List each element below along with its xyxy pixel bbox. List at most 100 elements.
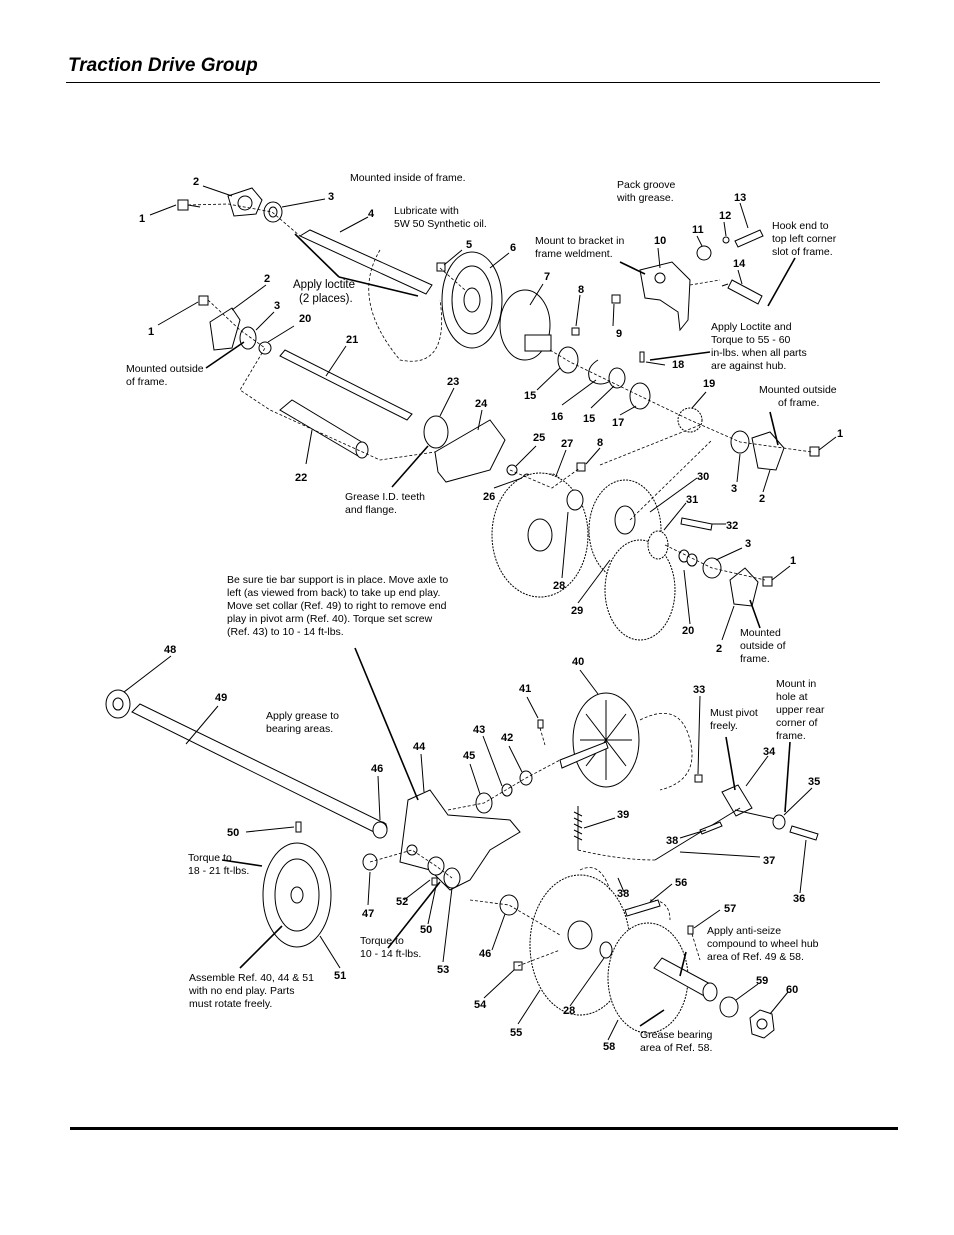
key-part — [537, 719, 544, 729]
callout-28: 28 — [553, 580, 565, 592]
callout-33: 33 — [693, 684, 705, 696]
support-bracket-part — [434, 419, 506, 483]
note-tie-bar: Be sure tie bar support is in place. Mov… — [227, 574, 451, 638]
callout-38b: 38 — [617, 888, 629, 900]
washer-part — [258, 341, 272, 355]
retaining-ring-part — [588, 359, 613, 385]
chain-part — [599, 424, 713, 521]
callout-19: 19 — [703, 378, 715, 390]
bushing-part — [696, 245, 712, 261]
callout-46: 46 — [371, 763, 383, 775]
assembly-line — [689, 279, 721, 286]
callout-8: 8 — [578, 284, 584, 296]
callout-29: 29 — [571, 605, 583, 617]
callout-26: 26 — [483, 491, 495, 503]
note-mounted-outside-bottom: Mounted outside of frame. — [740, 627, 788, 665]
callout-43: 43 — [473, 724, 485, 736]
callout-17: 17 — [612, 417, 624, 429]
bushing-part — [105, 689, 131, 719]
note-loctite-torque: Apply Loctite and Torque to 55 - 60 in-l… — [711, 321, 810, 372]
callout-16: 16 — [551, 411, 563, 423]
callout-48: 48 — [164, 644, 176, 656]
callout-27: 27 — [561, 438, 573, 450]
callout-55: 55 — [510, 1027, 522, 1039]
assembly-line — [509, 467, 581, 489]
assembly-line — [439, 267, 466, 291]
callout-18: 18 — [672, 359, 684, 371]
friction-disc-part — [559, 692, 640, 788]
assembly-notes: Mounted inside of frame. Lubricate with … — [126, 172, 837, 1054]
callout-50b: 50 — [420, 924, 432, 936]
frame-outline — [639, 712, 693, 791]
callout-54: 54 — [474, 999, 487, 1011]
callout-15: 15 — [524, 390, 536, 402]
note-pack-groove: Pack groove with grease. — [616, 179, 678, 204]
drive-gear-part — [604, 539, 676, 641]
callout-24: 24 — [475, 398, 488, 410]
bolt-part — [789, 825, 819, 841]
roller-part — [279, 399, 369, 459]
leader-lines — [123, 185, 837, 1041]
callout-30: 30 — [697, 471, 709, 483]
callout-numbers: 1 2 3 4 5 6 7 8 9 10 11 12 13 14 1 2 3 2… — [139, 176, 843, 1053]
callout-3d: 3 — [745, 538, 751, 550]
callout-15b: 15 — [583, 413, 595, 425]
washer-part — [501, 783, 513, 797]
callout-45: 45 — [463, 750, 475, 762]
axle-shaft-part — [279, 349, 413, 421]
footer-divider — [70, 1127, 898, 1130]
callout-46b: 46 — [479, 948, 491, 960]
callout-5: 5 — [466, 239, 472, 251]
note-pointers — [205, 233, 796, 1027]
note-apply-loctite: Apply loctite (2 places). — [293, 279, 358, 305]
pulley-part — [262, 842, 332, 948]
nut-part — [576, 462, 586, 472]
assembly-line — [187, 203, 301, 237]
callout-2: 2 — [193, 176, 199, 188]
callout-34: 34 — [763, 746, 776, 758]
flange-bearing-part — [729, 567, 759, 607]
assembly-line — [207, 299, 436, 461]
bolt-part — [680, 517, 713, 531]
callout-12: 12 — [719, 210, 731, 222]
note-grease-bearing: Grease bearing area of Ref. 58. — [640, 1029, 715, 1054]
note-lubricate: Lubricate with 5W 50 Synthetic oil. — [394, 205, 487, 230]
screw-part — [436, 262, 446, 272]
washer-part — [506, 464, 518, 476]
callout-2c: 2 — [759, 493, 765, 505]
callout-56: 56 — [675, 877, 687, 889]
callout-3: 3 — [328, 191, 334, 203]
callout-41: 41 — [519, 683, 531, 695]
callout-39: 39 — [617, 809, 629, 821]
callout-13: 13 — [734, 192, 746, 204]
callout-42: 42 — [501, 732, 513, 744]
note-mount-hole: Mount in hole at upper rear corner of fr… — [776, 678, 827, 742]
page-title: Traction Drive Group — [68, 55, 258, 76]
assembly-line — [577, 849, 656, 861]
bearing-part — [263, 201, 283, 223]
note-mounted-inside: Mounted inside of frame. — [350, 172, 466, 184]
callout-1d: 1 — [790, 555, 796, 567]
callout-28b: 28 — [563, 1005, 575, 1017]
assembly-line — [369, 849, 453, 879]
bearing-part — [239, 326, 257, 350]
assembly-line — [691, 933, 701, 961]
callout-52: 52 — [396, 896, 408, 908]
bearing-part — [557, 346, 579, 374]
spring-part — [573, 806, 583, 850]
pinion-gear-part — [647, 530, 669, 560]
washer-part — [719, 996, 739, 1018]
callout-37: 37 — [763, 855, 775, 867]
washer-part — [722, 236, 730, 244]
axle-part — [131, 703, 388, 837]
callout-22: 22 — [295, 472, 307, 484]
hex-nut-part — [749, 1009, 775, 1039]
callout-57: 57 — [724, 903, 736, 915]
callout-31: 31 — [686, 494, 698, 506]
friction-wheel-part — [441, 251, 503, 349]
note-grease-teeth: Grease I.D. teeth and flange. — [345, 491, 428, 516]
bolt-part — [809, 446, 820, 457]
note-anti-seize: Apply anti-seize compound to wheel hub a… — [707, 925, 821, 963]
set-screw-part — [687, 925, 694, 935]
